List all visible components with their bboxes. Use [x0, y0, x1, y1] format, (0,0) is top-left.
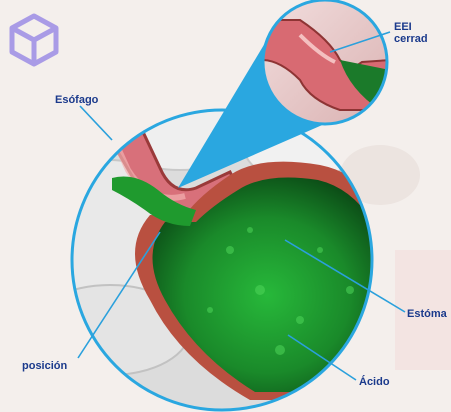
label-acido: Ácido	[359, 376, 390, 388]
label-eei-cerrado: EEI cerrad	[394, 21, 451, 45]
label-posicion: posición	[22, 360, 67, 372]
label-esofago: Esófago	[55, 94, 98, 106]
label-estomago: Estóma	[407, 308, 451, 320]
unity-logo-icon	[6, 12, 62, 68]
